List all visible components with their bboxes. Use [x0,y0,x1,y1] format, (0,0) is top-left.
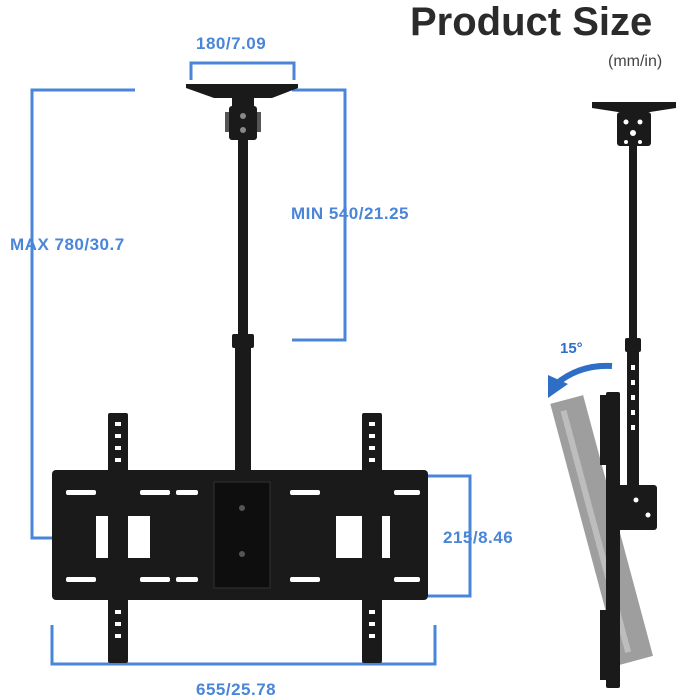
side-pole-lower [627,352,639,492]
bracket-slots [66,490,420,582]
side-view-mount [548,102,676,688]
bracket-height-line [428,474,472,598]
pole-upper [238,140,248,340]
plate-width-line [189,61,296,80]
plate-width-label: 180/7.09 [196,34,267,53]
bracket-width-label: 655/25.78 [196,680,277,699]
pole-clamp [232,334,254,348]
ceiling-plate [186,84,298,98]
side-panel-vertical [606,392,620,688]
upper-bracket [229,106,257,140]
min-length-line [292,88,347,342]
units-label: (mm/in) [608,53,663,70]
rotate-arrow-icon [554,362,613,387]
bracket-height-label: 215/8.46 [443,528,514,547]
min-length-label: MIN 540/21.25 [291,204,410,223]
front-view-mount [52,84,428,663]
bracket-width-line [50,625,437,666]
dimension-lines [30,61,472,666]
product-size-title: Product Size [410,0,653,44]
tilt-angle-label: 15° [560,340,583,357]
arm-holes [115,422,375,638]
left-arm [108,413,128,663]
right-arm [362,413,382,663]
pole-lower [235,348,251,480]
side-pole-upper [629,146,637,346]
side-ceiling-plate [592,102,676,112]
max-length-label: MAX 780/30.7 [10,235,125,254]
